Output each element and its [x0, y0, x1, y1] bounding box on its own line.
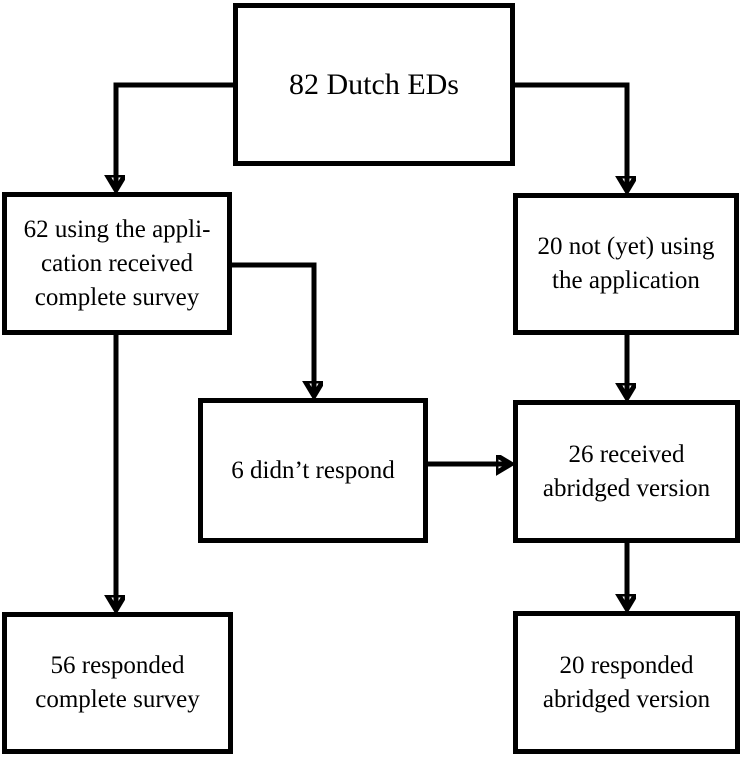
- node-responded-abridged: 20 responded abridged version: [513, 611, 740, 754]
- node-didnt-respond: 6 didn’t respond: [198, 398, 428, 543]
- node-didnt-respond-label: 6 didn’t respond: [231, 456, 395, 484]
- node-responded-complete: 56 responded complete survey: [2, 612, 233, 754]
- node-not-using-application: 20 not (yet) using the application: [513, 193, 739, 335]
- node-received-abridged: 26 received abridged version: [513, 400, 740, 543]
- node-received-abridged-label: 26 received abridged version: [542, 440, 711, 502]
- connector-total-to-using-arrow: [116, 82, 236, 190]
- node-responded-complete-label: 56 responded complete survey: [35, 652, 200, 713]
- node-total-eds: 82 Dutch EDs: [233, 3, 515, 166]
- node-responded-abridged-label: 20 responded abridged version: [542, 651, 711, 713]
- connector-total-to-not-using-arrow: [512, 82, 627, 191]
- node-using-application: 62 using the appli- cation received comp…: [2, 192, 232, 335]
- node-not-using-application-label: 20 not (yet) using the application: [537, 233, 715, 294]
- connector-using-to-didnt-respond-arrow: [229, 262, 314, 396]
- node-using-application-label: 62 using the appli- cation received comp…: [23, 215, 211, 311]
- node-total-eds-label: 82 Dutch EDs: [289, 67, 459, 101]
